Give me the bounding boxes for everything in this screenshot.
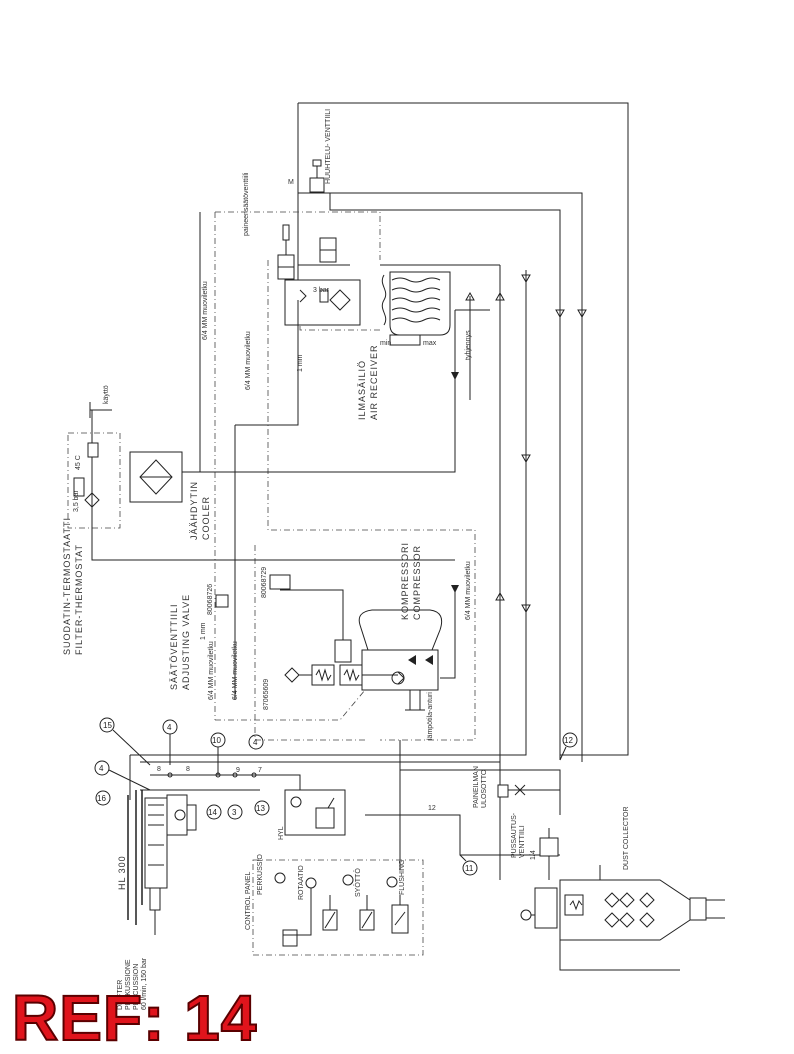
hyl-valve: HYL (278, 789, 346, 840)
drain-valve: PAINEILMAN ULOSOTTO (473, 766, 540, 808)
pressure-valve-group: paineensäätöventtiili (243, 172, 350, 280)
purge-valve-label: PUSSAUTUS- (511, 812, 518, 858)
line-d-label: 6/4 MM muoviletku (208, 641, 215, 700)
cooler-label: JÄÄHDYTIN (189, 481, 199, 540)
callout-4c: 4 (253, 738, 258, 747)
flushing-valve-label: HUUHTELU- VENTTIILI (325, 109, 332, 184)
adjusting-valve-label: SÄÄTÖVENTTIILI (169, 603, 179, 690)
part-a-label: 80068729 (261, 567, 268, 598)
thermo-pressure-label: 3,5 bar (73, 490, 80, 512)
cooler: JÄÄHDYTIN COOLER 6/4 MM muoviletku 6/4 M… (129, 212, 456, 700)
adjusting-valve-block: 80068729 87065609 80068726 1 mm 6/4 MM m… (169, 567, 398, 710)
part-b-label: 80068726 (207, 584, 214, 615)
control-panel: CONTROL PANEL PERKUSSIO ROTAATIO SYÖTTÖ … (245, 854, 424, 956)
drill-info-4: 60 l/min, 150 bar (141, 957, 148, 1010)
manifold-lines (129, 740, 561, 870)
port-m-label: M (288, 179, 294, 186)
dust-collector: DUST COLLECTOR (520, 806, 725, 971)
flushing-valve: HUUHTELU- VENTTIILI M (288, 109, 332, 193)
purge-size-label: 1/4 (530, 850, 537, 860)
purge-valve: PUSSAUTUS- VENTTIILI 1/4 (511, 812, 559, 880)
callout-14: 14 (208, 808, 217, 817)
air-receiver: 3 bar min max tyhjennys ILMASÄILIÖ AIR R… (284, 271, 472, 420)
adjusting-valve-label-en: ADJUSTING VALVE (181, 594, 191, 690)
cp-1-label: PERKUSSIO (257, 854, 264, 895)
hyl-label: HYL (278, 826, 285, 840)
compressor-label-en: COMPRESSOR (412, 545, 422, 620)
compressor: lämpötila-anturi KOMPRESSORI COMPRESSOR … (358, 542, 472, 740)
drill-unit: HL 300 DRIFTER PERKUSSIONE PERCUSSION 60… (117, 790, 197, 1010)
callouts: 15 4 4 10 4 16 14 3 13 12 11 12 8 8 9 7 (94, 717, 578, 876)
purge-valve-label-2: VENTTIILI (519, 825, 526, 858)
cp-3-label: SYÖTTÖ (354, 868, 362, 897)
receiver-min-label: min (380, 340, 391, 347)
reference-label: REF: 14 (11, 982, 258, 1054)
orifice-a-label: 1 mm (297, 354, 304, 372)
drill-label: HL 300 (117, 855, 127, 890)
cooler-out-label: käyttö (103, 385, 110, 404)
air-receiver-label-en: AIR RECEIVER (369, 344, 379, 420)
callout-13: 13 (256, 804, 265, 813)
cp-2-label: ROTAATIO (298, 865, 305, 900)
air-receiver-label: ILMASÄILIÖ (357, 360, 367, 420)
flow-arrows (451, 274, 587, 614)
filter-thermostat: käyttö 45 C 3,5 bar SUODATIN-TERMOSTAATT… (62, 385, 455, 655)
callout-16: 16 (97, 794, 106, 803)
filter-thermostat-label-en: FILTER-THERMOSTAT (74, 544, 84, 655)
drain-valve-label: PAINEILMAN (473, 766, 480, 808)
drill-info-3: PERCUSSION (133, 964, 140, 1010)
supply-lines (130, 102, 629, 880)
drill-info-1: DRIFTER (117, 980, 124, 1010)
cooler-label-en: COOLER (201, 496, 211, 540)
control-panel-label: CONTROL PANEL (245, 872, 252, 930)
line-c-label: 6/4 MM muoviletku (465, 561, 472, 620)
callout-4b: 4 (99, 764, 104, 773)
callout-4a: 4 (167, 723, 172, 732)
line-e-label: 6/4 MM muoviletku (232, 641, 239, 700)
callout-10: 10 (212, 736, 221, 745)
num-9-label: 9 (236, 767, 240, 774)
num-7-label: 7 (258, 767, 262, 774)
line-number-label: 12 (428, 805, 436, 812)
temp-sensor-label: lämpötila-anturi (427, 692, 434, 740)
line-b-label: 6/4 MM muoviletku (245, 331, 252, 390)
callout-11: 11 (465, 864, 474, 873)
receiver-out-label: tyhjennys (465, 330, 472, 360)
cp-4-label: FLUSHING (399, 860, 406, 895)
callout-15: 15 (103, 721, 112, 730)
compressor-label: KOMPRESSORI (400, 542, 410, 620)
num-8-label: 8 (157, 766, 161, 773)
orifice-b-label: 1 mm (200, 622, 207, 640)
drain-valve-label-2: ULOSOTTO (481, 769, 488, 808)
receiver-top-label: paineensäätöventtiili (243, 172, 250, 236)
callout-3: 3 (232, 808, 237, 817)
filter-thermostat-label: SUODATIN-TERMOSTAATTI (62, 517, 72, 655)
receiver-max-label: max (423, 340, 437, 347)
part-c-label: 87065609 (263, 679, 270, 710)
thermo-temp-label: 45 C (75, 455, 82, 470)
receiver-pressure-label: 3 bar (313, 287, 330, 294)
line-a-label: 6/4 MM muoviletku (202, 281, 209, 340)
callout-12: 12 (564, 736, 573, 745)
dust-collector-label: DUST COLLECTOR (623, 806, 630, 870)
num-8b-label: 8 (186, 766, 190, 773)
drill-info-2: PERKUSSIONE (125, 959, 132, 1010)
